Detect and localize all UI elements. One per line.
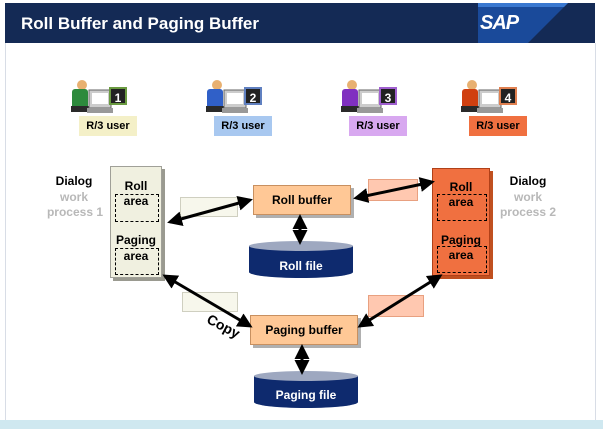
user-1: 1 R/3 user [65,76,145,146]
user-number: 3 [379,87,397,105]
paging-area-box [115,248,159,275]
user-3: 3 R/3 user [335,76,415,146]
slide-title: Roll Buffer and Paging Buffer [21,14,259,33]
bottom-strip [0,420,603,429]
user-number: 1 [109,87,127,105]
roll-area-label: area [448,195,474,209]
arrow-paging-right [357,274,443,328]
paging-label: Paging [440,233,481,247]
user-label: R/3 user [214,116,272,136]
user-number: 2 [244,87,262,105]
paging-file-cylinder [254,371,358,408]
dialog-work-process-2: Roll area Paging area [432,168,490,276]
roll-area-box [115,194,159,222]
arrow-paging-left [162,274,253,328]
arrow-roll-right [353,177,435,203]
user-label: R/3 user [469,116,527,136]
right-border [595,43,596,423]
work-label-right: work [513,190,542,204]
sap-logo-shape [478,3,568,43]
user-at-computer-icon [461,80,503,113]
dialog-work-process-1: Roll area Paging area [110,166,162,278]
user-at-computer-icon [71,80,113,113]
dialog-label-right: Dialog [509,174,547,188]
paging-file-label: Paging file [275,388,337,402]
dialog-label-left: Dialog [55,174,93,188]
process-label-right: process 2 [499,205,557,219]
roll-label: Roll [449,180,473,194]
paging-area-label: area [448,248,474,262]
sap-logo: SAP [480,12,519,34]
roll-file-label: Roll file [279,259,323,273]
user-label: R/3 user [79,116,137,136]
user-at-computer-icon [206,80,248,113]
user-label: R/3 user [349,116,407,136]
user-number: 4 [499,87,517,105]
user-2: 2 R/3 user [200,76,280,146]
paging-area-box [437,246,487,273]
roll-label: Roll [124,179,148,193]
roll-area-label: area [123,194,149,208]
left-border [5,43,6,423]
paging-buffer: Paging buffer [250,315,358,345]
user-at-computer-icon [341,80,383,113]
paging-label: Paging [115,233,156,247]
work-label-left: work [59,190,88,204]
roll-area-box [437,194,487,221]
paging-area-label: area [123,249,149,263]
arrow-roll-left [167,195,253,227]
process-label-left: process 1 [46,205,104,219]
roll-file-cylinder [249,241,353,278]
user-4: 4 R/3 user [455,76,535,146]
